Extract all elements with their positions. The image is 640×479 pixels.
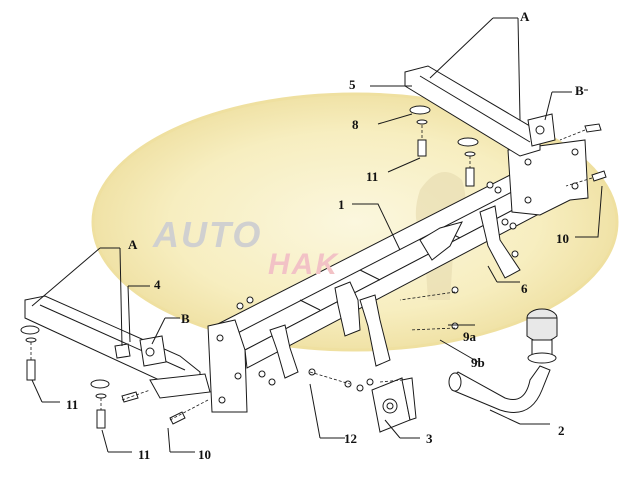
callout-9b: 9b	[471, 355, 485, 370]
callout-10-right: 10	[556, 231, 569, 246]
callout-5: 5	[349, 77, 356, 92]
callout-a-top: A	[520, 9, 530, 24]
left-arm	[24, 295, 211, 399]
callout-11-left: 11	[66, 397, 79, 412]
callout-8: 8	[352, 117, 359, 132]
callout-2: 2	[558, 423, 565, 438]
tow-ball	[526, 308, 558, 364]
left-end-plate	[207, 319, 248, 413]
leader-lines	[31, 17, 603, 453]
callout-a-left: A	[128, 237, 138, 252]
beam-brackets	[269, 205, 521, 379]
callout-1: 1	[338, 197, 345, 212]
callout-6: 6	[521, 281, 528, 296]
tow-bar-neck	[448, 365, 551, 413]
ball-mount-plate	[371, 377, 417, 433]
callout-11-top: 11	[366, 169, 379, 184]
callout-b-left: B	[181, 311, 190, 326]
callout-12: 12	[344, 431, 357, 446]
callout-10-bottom: 10	[198, 447, 211, 462]
fasteners	[20, 105, 607, 429]
right-end-plate	[507, 139, 589, 216]
watermark-ellipse	[91, 92, 619, 352]
callout-4: 4	[154, 277, 161, 292]
callout-b-right: B	[575, 83, 584, 98]
watermark-hak: HAK	[268, 248, 339, 281]
watermark-auto: AUTO	[153, 214, 263, 255]
callout-11-bottom: 11	[138, 447, 151, 462]
assembly-dash-lines	[30, 125, 593, 421]
callout-9a: 9a	[463, 329, 476, 344]
callout-3: 3	[426, 431, 433, 446]
